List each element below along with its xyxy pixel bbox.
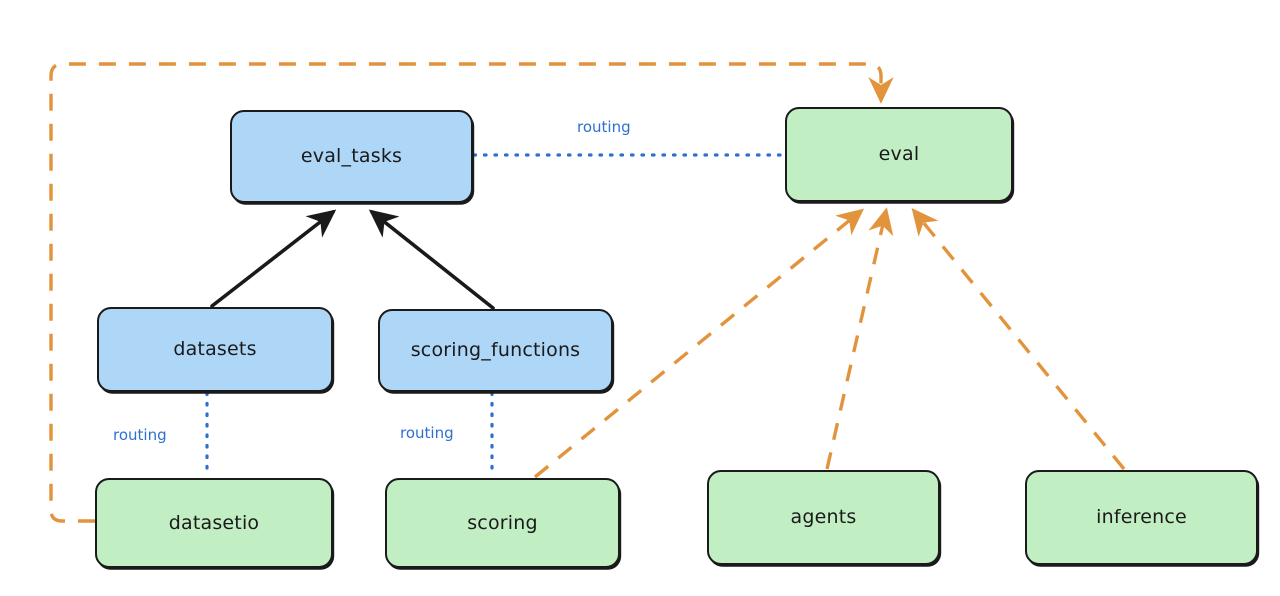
- edge-scoring_functions-to-eval_tasks: [368, 209, 495, 310]
- node-agents[interactable]: agents: [707, 470, 940, 565]
- edge-label-routing-scoring: routing: [400, 424, 454, 442]
- node-label: datasetio: [168, 511, 260, 534]
- node-label: eval: [878, 143, 920, 165]
- edge-agents-to-eval: [825, 207, 894, 470]
- node-label: agents: [790, 506, 857, 528]
- node-eval[interactable]: eval: [785, 107, 1013, 202]
- node-label: scoring_functions: [410, 339, 581, 361]
- edge-inference-to-eval: [911, 208, 1126, 471]
- node-datasets[interactable]: datasets: [97, 307, 333, 392]
- edge-datasets-to-eval_tasks: [210, 209, 337, 308]
- node-inference[interactable]: inference: [1025, 470, 1258, 565]
- node-eval-tasks[interactable]: eval_tasks: [230, 110, 473, 203]
- node-label: scoring: [467, 511, 538, 534]
- node-scoring-functions[interactable]: scoring_functions: [378, 309, 613, 392]
- node-scoring[interactable]: scoring: [385, 478, 620, 568]
- node-datasetio[interactable]: datasetio: [95, 478, 333, 568]
- node-label: inference: [1096, 506, 1187, 528]
- edge-label-routing-eval: routing: [577, 118, 631, 136]
- node-label: eval_tasks: [300, 145, 403, 167]
- edge-label-routing-datasetio: routing: [113, 426, 167, 444]
- node-label: datasets: [173, 338, 257, 360]
